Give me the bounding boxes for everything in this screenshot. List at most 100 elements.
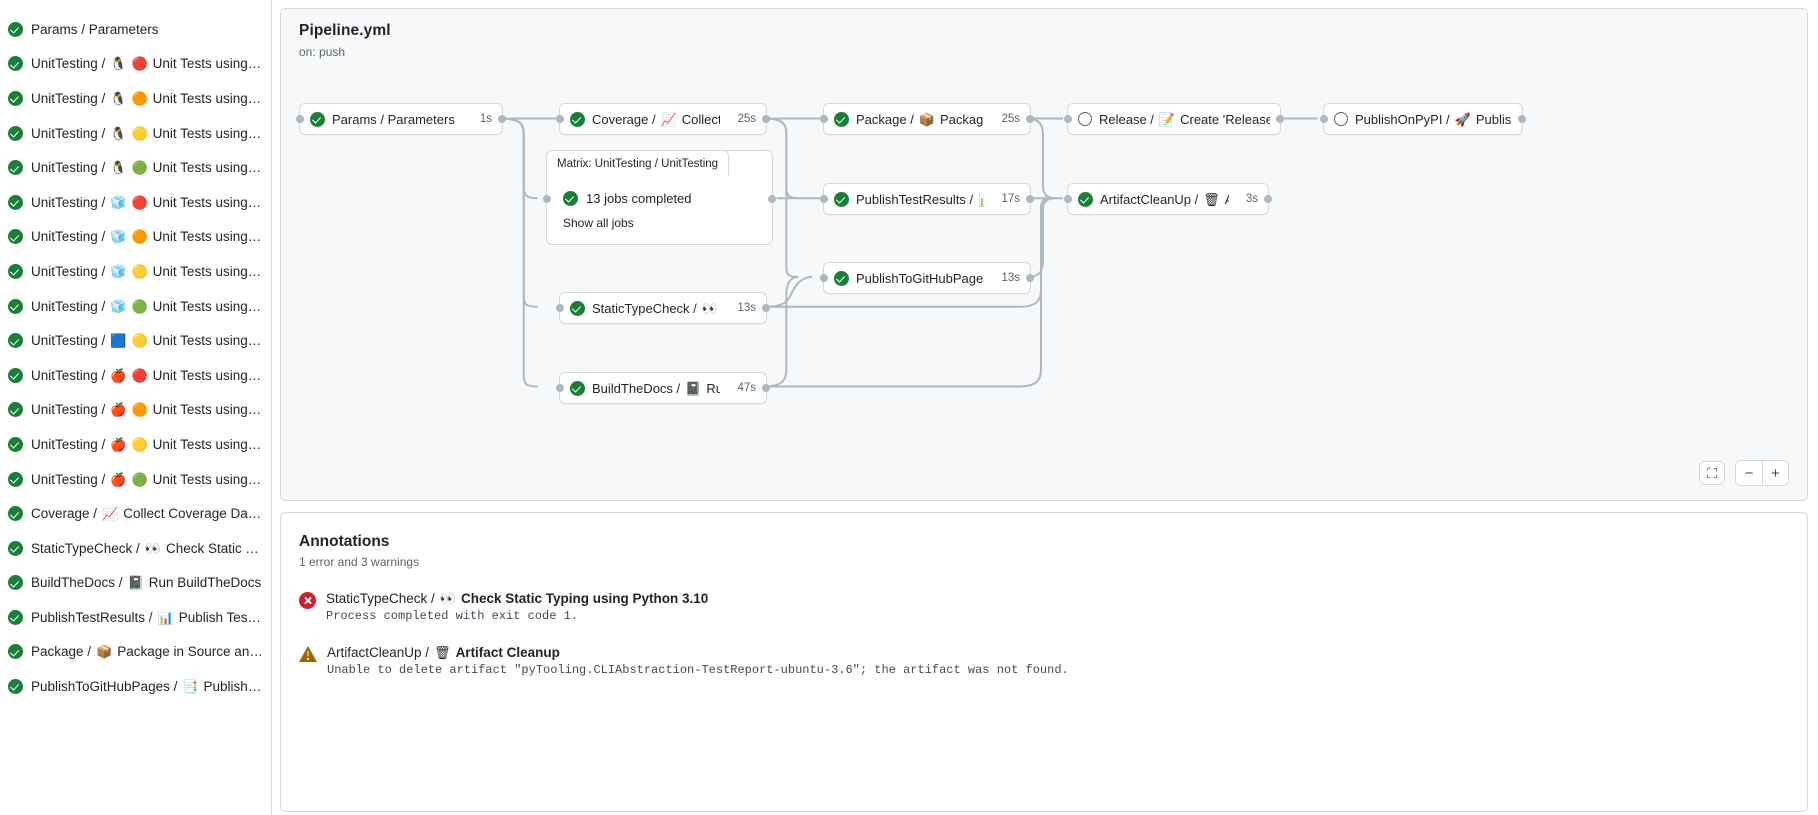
sidebar-job-item[interactable]: UnitTesting / 🧊🟡Unit Tests using Pyth… — [0, 254, 271, 289]
job-emoji-icon: 🧊 — [110, 265, 126, 278]
graph-node-package[interactable]: Package / 📦Package in So… 25s — [823, 103, 1031, 135]
sidebar-job-item[interactable]: Coverage / 📈Collect Coverage Data usi… — [0, 496, 271, 531]
sidebar-job-item[interactable]: UnitTesting / 🐧🟢Unit Tests using Pyth… — [0, 150, 271, 185]
sidebar-job-label: Coverage / 📈Collect Coverage Data usi… — [31, 506, 263, 521]
job-emoji-icon: 🐧 — [110, 127, 126, 140]
node-emoji-icon: 🚀 — [1455, 113, 1471, 126]
graph-canvas[interactable]: Params / Parameters1s Coverage / 📈Collect… — [281, 9, 1807, 500]
jobs-sidebar[interactable]: Params / ParametersUnitTesting / 🐧🔴Unit … — [0, 0, 272, 815]
sidebar-job-item[interactable]: UnitTesting / 🐧🟠Unit Tests using Pyth… — [0, 81, 271, 116]
sidebar-job-name: Coverage / — [31, 506, 97, 521]
graph-node-duration: 13s — [727, 302, 756, 314]
success-check-icon — [8, 333, 23, 348]
graph-node-params[interactable]: Params / Parameters1s — [299, 103, 503, 135]
node-output-port — [1518, 115, 1526, 123]
annotation-item[interactable]: StaticTypeCheck / 👀Check Static Typing u… — [299, 591, 1789, 623]
annotation-item[interactable]: ArtifactCleanUp / 🗑Artifact CleanupUnabl… — [299, 645, 1789, 677]
sidebar-job-item[interactable]: StaticTypeCheck / 👀Check Static Typing… — [0, 531, 271, 566]
error-icon — [299, 592, 316, 609]
sidebar-job-item[interactable]: UnitTesting / 🟦🟡Unit Tests using Pyth… — [0, 323, 271, 358]
sidebar-job-item[interactable]: UnitTesting / 🧊🟠Unit Tests using Pyth… — [0, 220, 271, 255]
node-emoji-icon: 👀 — [702, 302, 718, 315]
matrix-group-body: 13 jobs completed Show all jobs — [547, 177, 772, 244]
graph-node-label: Coverage / 📈Collect Cove… — [592, 112, 720, 127]
node-emoji-icon: 📊 — [978, 193, 984, 206]
sidebar-job-item[interactable]: UnitTesting / 🍎🟢Unit Tests using Pyth… — [0, 462, 271, 497]
graph-node-label: BuildTheDocs / 📓Run Buil… — [592, 381, 720, 396]
sidebar-job-item[interactable]: PublishToGitHubPages / 📑Publish to G… — [0, 669, 271, 704]
annotation-step-name: Artifact Cleanup — [456, 645, 560, 660]
annotation-message: Process completed with exit code 1. — [326, 609, 708, 623]
sidebar-job-step: Publish to G… — [204, 679, 263, 694]
job-emoji-icon: 📈 — [102, 507, 118, 520]
fit-to-screen-icon[interactable]: ⛶ — [1699, 461, 1725, 485]
matrix-summary-row[interactable]: 13 jobs completed — [563, 191, 756, 206]
zoom-button-group[interactable]: − + — [1735, 460, 1789, 486]
annotation-body: StaticTypeCheck / 👀Check Static Typing u… — [326, 591, 708, 623]
node-output-port — [1264, 195, 1272, 203]
sidebar-job-step: Unit Tests using Pyth… — [153, 472, 263, 487]
sidebar-job-name: Package / — [31, 644, 91, 659]
job-emoji-icon: 🍎 — [110, 403, 126, 416]
job-emoji-icon: 🟠 — [131, 403, 147, 416]
graph-node-label: Release / 📝Create 'Release P… — [1099, 112, 1270, 127]
zoom-controls[interactable]: ⛶ − + — [1699, 460, 1789, 486]
sidebar-job-label: Package / 📦Package in Source and Wh… — [31, 644, 263, 659]
sidebar-job-name: Params / Parameters — [31, 22, 159, 37]
sidebar-job-item[interactable]: UnitTesting / 🐧🔴Unit Tests using Pyth… — [0, 47, 271, 82]
sidebar-job-item[interactable]: UnitTesting / 🍎🟠Unit Tests using Pyth… — [0, 393, 271, 428]
graph-node-buildthedocs[interactable]: BuildTheDocs / 📓Run Buil…47s — [559, 372, 767, 404]
sidebar-job-item[interactable]: UnitTesting / 🧊🟢Unit Tests using Pyth… — [0, 289, 271, 324]
graph-node-publishtogithubpages[interactable]: PublishToGitHubPages / 📑…13s — [823, 262, 1031, 294]
graph-node-publishonpypi[interactable]: PublishOnPyPI / 🚀Publish to … — [1323, 103, 1523, 135]
sidebar-job-item[interactable]: PublishTestResults / 📊Publish Test Resu… — [0, 600, 271, 635]
matrix-group[interactable]: Matrix: UnitTesting / UnitTesting 13 job… — [546, 150, 773, 245]
job-emoji-icon: 🟠 — [131, 230, 147, 243]
sidebar-job-item[interactable]: UnitTesting / 🍎🔴Unit Tests using Pyth… — [0, 358, 271, 393]
graph-node-coverage[interactable]: Coverage / 📈Collect Cove… 25s — [559, 103, 767, 135]
node-emoji-icon: 🗑 — [1203, 193, 1220, 206]
graph-node-publishtestresults[interactable]: PublishTestResults / 📊Pu…17s — [823, 183, 1031, 215]
sidebar-job-label: UnitTesting / 🐧🟢Unit Tests using Pyth… — [31, 160, 263, 175]
node-emoji-icon: 📦 — [919, 113, 935, 126]
show-all-jobs-link[interactable]: Show all jobs — [563, 216, 756, 230]
success-check-icon — [570, 381, 585, 396]
success-check-icon — [8, 506, 23, 521]
sidebar-job-label: UnitTesting / 🍎🟢Unit Tests using Pyth… — [31, 472, 263, 487]
graph-node-duration: 25s — [991, 113, 1020, 125]
graph-node-job-name: ArtifactCleanUp / — [1100, 192, 1198, 207]
success-check-icon — [8, 575, 23, 590]
job-emoji-icon: 🍎 — [110, 369, 126, 382]
sidebar-job-item[interactable]: Package / 📦Package in Source and Wh… — [0, 635, 271, 670]
graph-node-statictypecheck[interactable]: StaticTypeCheck / 👀Chec…13s — [559, 292, 767, 324]
sidebar-job-item[interactable]: BuildTheDocs / 📓Run BuildTheDocs — [0, 566, 271, 601]
job-emoji-icon: 🟡 — [131, 265, 147, 278]
sidebar-job-item[interactable]: UnitTesting / 🍎🟡Unit Tests using Pyth… — [0, 427, 271, 462]
sidebar-job-label: PublishToGitHubPages / 📑Publish to G… — [31, 679, 263, 694]
sidebar-job-item[interactable]: UnitTesting / 🧊🔴Unit Tests using Pyth… — [0, 185, 271, 220]
success-check-icon — [8, 402, 23, 417]
sidebar-job-name: UnitTesting / — [31, 368, 105, 383]
sidebar-job-item[interactable]: Params / Parameters — [0, 12, 271, 47]
success-check-icon — [310, 112, 325, 127]
node-input-port — [556, 115, 564, 123]
graph-node-job-name: Release / — [1099, 112, 1154, 127]
graph-node-duration: 25s — [727, 113, 756, 125]
graph-node-release[interactable]: Release / 📝Create 'Release P… — [1067, 103, 1281, 135]
job-emoji-icon: 🍎 — [110, 473, 126, 486]
sidebar-job-name: UnitTesting / — [31, 126, 105, 141]
node-input-port — [820, 274, 828, 282]
pending-circle-icon — [1334, 112, 1348, 126]
graph-node-artifactcleanup[interactable]: ArtifactCleanUp / 🗑Artifac…3s — [1067, 183, 1269, 215]
workflow-graph-card[interactable]: Pipeline.yml on: push — [280, 8, 1808, 501]
sidebar-job-item[interactable]: UnitTesting / 🐧🟡Unit Tests using Pyth… — [0, 116, 271, 151]
graph-node-label: Package / 📦Package in So… — [856, 112, 984, 127]
node-output-port — [1026, 195, 1034, 203]
zoom-in-button[interactable]: + — [1762, 461, 1788, 485]
annotations-card: Annotations 1 error and 3 warnings Stati… — [280, 512, 1808, 812]
zoom-out-button[interactable]: − — [1736, 461, 1762, 485]
job-emoji-icon: 🐧 — [110, 161, 126, 174]
graph-node-step-name: Artifac… — [1225, 192, 1229, 207]
success-check-icon — [8, 610, 23, 625]
node-output-port — [1026, 274, 1034, 282]
